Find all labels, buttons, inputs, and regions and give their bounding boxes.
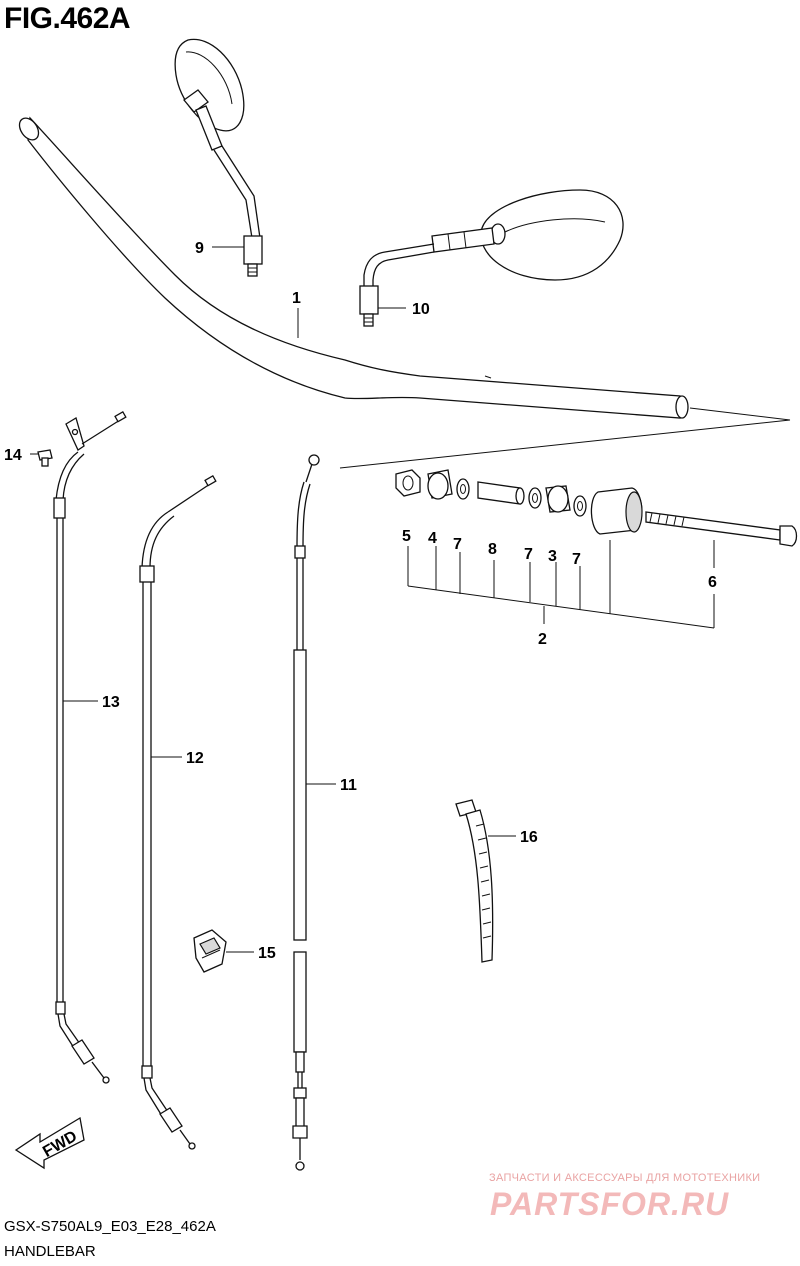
cable-clamp-part[interactable] [193, 929, 227, 973]
bar-end-weight-part[interactable] [590, 487, 643, 535]
watermark-tagline: ЗАПЧАСТИ И АКСЕССУАРЫ ДЛЯ МОТОТЕХНИКИ [489, 1172, 761, 1184]
left-mirror-part[interactable] [174, 38, 263, 277]
model-code: GSX-S750AL9_E03_E28_462A [4, 1218, 216, 1235]
callout-7b: 7 [524, 546, 533, 563]
cable-tie-part[interactable] [455, 799, 494, 963]
washer-part-3[interactable] [573, 495, 587, 517]
callout-5: 5 [402, 528, 411, 545]
figure-title: FIG.462A [4, 2, 131, 35]
callout-leaders [30, 246, 516, 953]
callout-3: 3 [548, 548, 557, 565]
section-name: HANDLEBAR [4, 1243, 96, 1260]
callout-10: 10 [412, 301, 430, 318]
callout-13: 13 [102, 694, 120, 711]
callout-14: 14 [4, 447, 22, 464]
balancer-collar-part[interactable] [427, 469, 453, 500]
right-mirror-part[interactable] [359, 189, 624, 327]
callout-16: 16 [520, 829, 538, 846]
screw-part[interactable] [37, 449, 53, 467]
rubber-spacer-part[interactable] [477, 481, 525, 505]
callout-7a: 7 [453, 536, 462, 553]
assembly-bracket [407, 540, 715, 629]
handlebar-part[interactable] [16, 115, 689, 419]
exploded-view-guides [339, 407, 791, 469]
callout-1: 1 [292, 290, 301, 307]
callout-9: 9 [195, 240, 204, 257]
nut-part[interactable] [395, 469, 421, 497]
clutch-cable-part[interactable] [292, 454, 320, 1171]
callout-6: 6 [708, 574, 717, 591]
callout-7c: 7 [572, 551, 581, 568]
forward-direction-arrow: FWD [14, 1116, 85, 1170]
watermark-brand: PARTSFOR.RU [490, 1186, 730, 1222]
callout-12: 12 [186, 750, 204, 767]
washer-part[interactable] [456, 478, 470, 500]
bar-end-screw-part[interactable] [645, 511, 798, 547]
throttle-cable-2-part[interactable] [139, 475, 217, 1150]
washer-part-2[interactable] [528, 487, 542, 509]
callout-2: 2 [538, 631, 547, 648]
callout-labels: 1 2 3 4 5 6 7 7 7 8 9 10 11 12 13 14 15 … [4, 240, 717, 962]
callout-8: 8 [488, 541, 497, 558]
callout-11: 11 [340, 777, 357, 794]
callout-15: 15 [258, 945, 276, 962]
throttle-cable-1-part[interactable] [53, 411, 127, 1084]
callout-4: 4 [428, 530, 437, 547]
balancer-weight-part[interactable] [545, 485, 571, 513]
